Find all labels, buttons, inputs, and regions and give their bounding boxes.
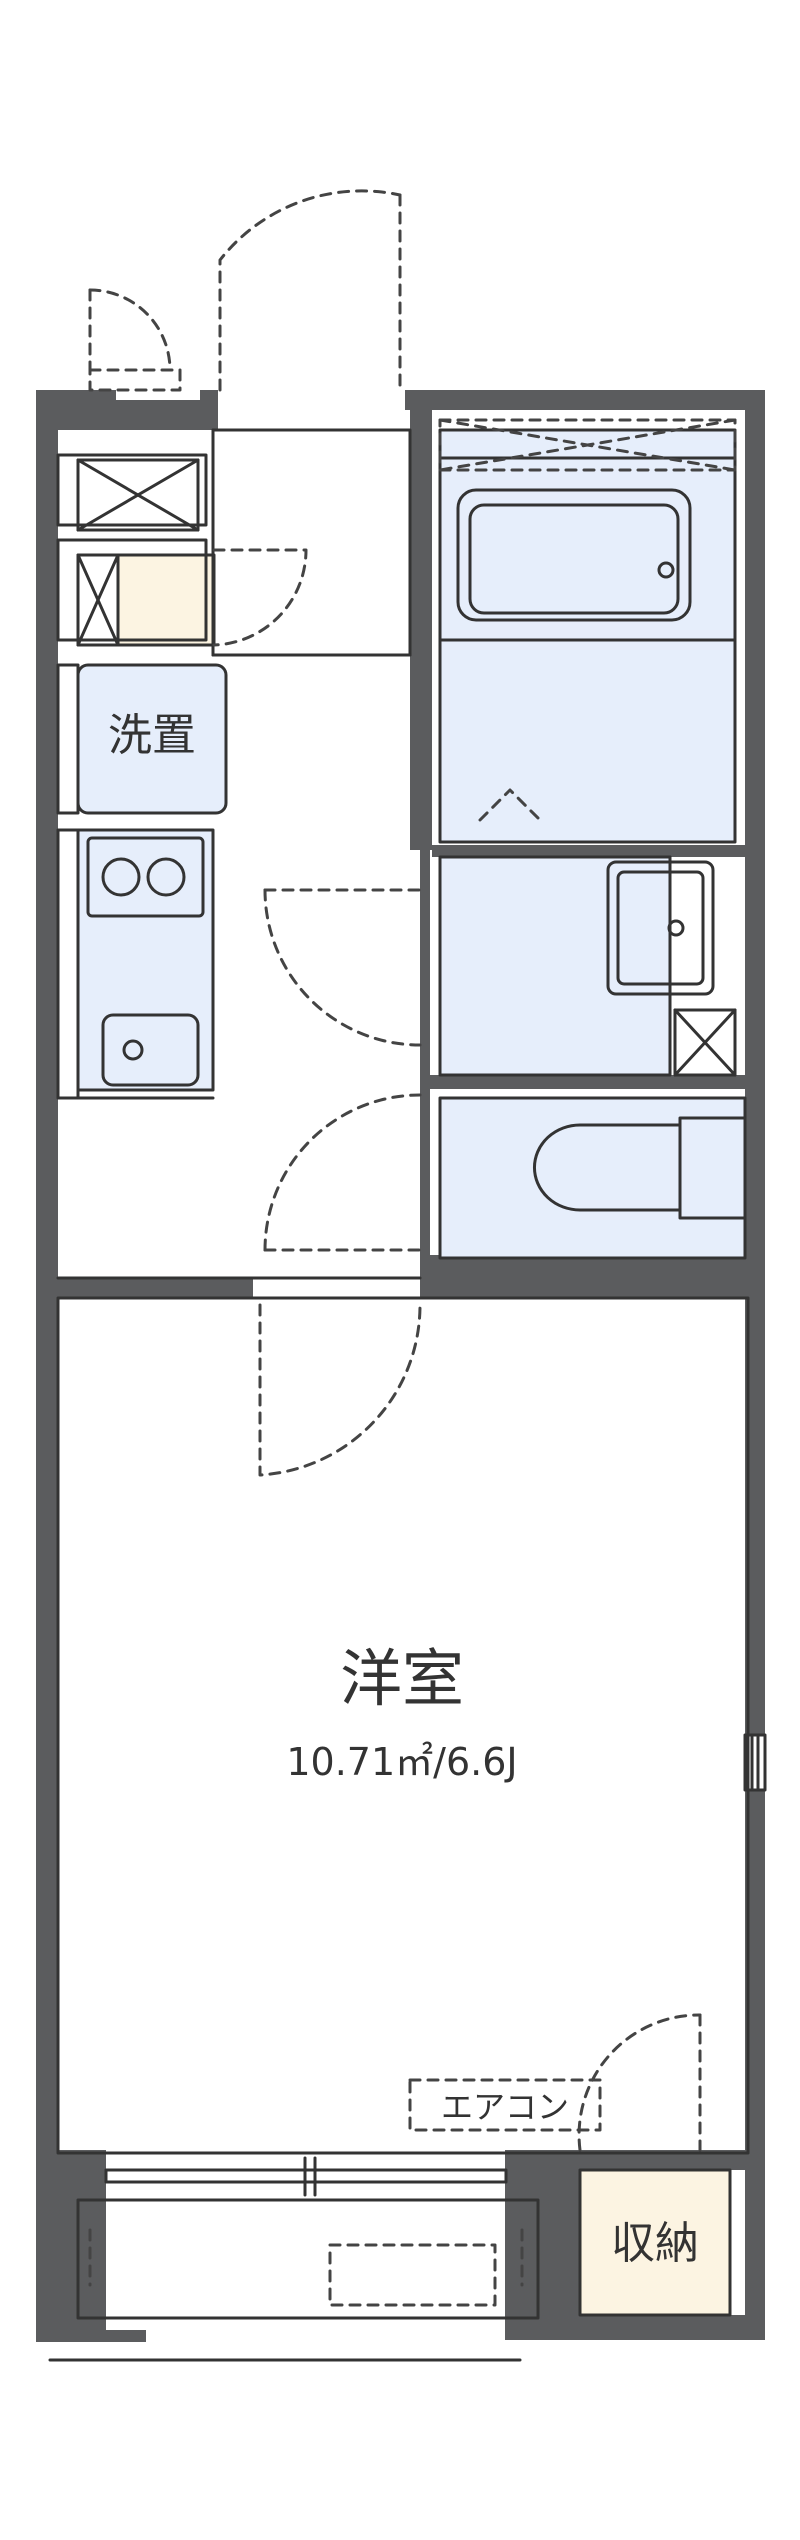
balcony: [76, 2198, 540, 2320]
toilet: [532, 1123, 682, 1212]
inner-lines: [48, 428, 767, 2362]
outdoor-unit: [328, 2243, 497, 2307]
washbasin-area: [438, 855, 672, 1077]
wet-areas: [76, 428, 747, 2317]
washbasin: [606, 860, 715, 996]
vent-icons: [76, 458, 200, 647]
dashed-lines: [88, 189, 737, 2307]
bath-area: [438, 428, 737, 844]
room-size: 10.71㎡/6.6J: [286, 1740, 517, 1784]
room-name: 洋室: [340, 1642, 464, 1715]
storage-label: 収納: [611, 2218, 699, 2269]
aircon-unit: [408, 2078, 602, 2132]
bathtub: [456, 488, 692, 622]
walls: [36, 390, 765, 2342]
kitchen-counter: [76, 828, 215, 1092]
aircon-label: エアコン: [441, 2088, 569, 2126]
washer-label: 洗置: [108, 710, 196, 761]
stove: [86, 836, 205, 918]
shoe-storage: [116, 553, 216, 647]
labels: 洗置 洋室 10.71㎡/6.6J エアコン 収納: [108, 710, 699, 2269]
storage-closet: [578, 2168, 732, 2317]
kitchen-sink: [101, 1013, 200, 1087]
toilet-area: [438, 1096, 747, 1260]
